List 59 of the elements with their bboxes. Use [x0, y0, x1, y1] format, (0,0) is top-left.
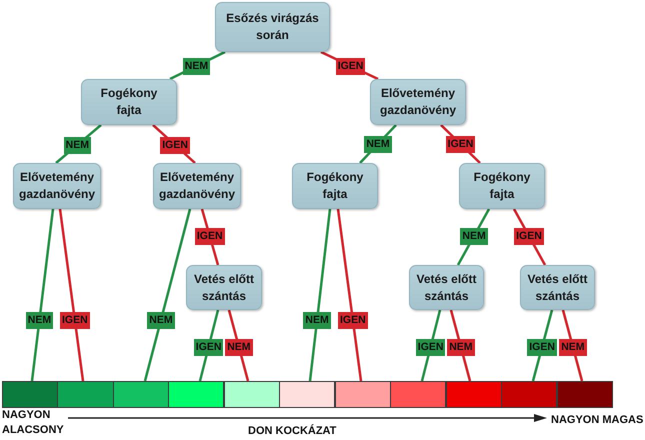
connector-line — [308, 208, 332, 382]
edge-label: NEM — [364, 136, 392, 152]
node-label: Vetés előtt szántás — [192, 270, 256, 304]
edge-label: IGEN — [60, 312, 90, 328]
edge-label: IGEN — [416, 338, 446, 356]
edge-label: IGEN — [527, 338, 557, 356]
edge-label: NEM — [182, 58, 210, 74]
connector-line — [58, 208, 84, 382]
risk-scale-cell — [334, 381, 391, 408]
edge-label: IGEN — [514, 228, 544, 244]
risk-scale-cell — [279, 381, 336, 408]
risk-scale-cell — [168, 381, 224, 408]
decision-box — [215, 2, 330, 52]
risk-scale-cell — [446, 381, 502, 408]
decision-box — [186, 265, 262, 310]
node-label: Fogékony fajta — [306, 169, 364, 203]
risk-scale-cell — [57, 381, 114, 408]
edge-label: IGEN — [160, 136, 190, 154]
edge-label: IGEN — [336, 58, 366, 74]
node-label: Elővetemény gazdanövény — [18, 169, 96, 203]
decision-box — [520, 265, 595, 310]
edge-label: NEM — [147, 312, 175, 328]
edge-label: NEM — [26, 312, 54, 328]
node-label: Elővetemény gazdanövény — [378, 85, 458, 119]
edge-label: IGEN — [194, 338, 224, 356]
edge-label: NEM — [447, 338, 475, 356]
scale-end-label: NAGYON ALACSONY — [2, 408, 65, 438]
scale-end-label: NAGYON MAGAS — [551, 413, 644, 428]
risk-scale-cell — [224, 381, 280, 408]
connector-line — [336, 208, 362, 382]
connector-line — [30, 208, 54, 382]
node-label: Elővetemény gazdanövény — [158, 169, 236, 203]
edge-label: NEM — [460, 228, 488, 244]
axis-title: DON KOCKÁZAT — [248, 424, 336, 439]
risk-scale-cell — [501, 381, 558, 408]
risk-scale-cell — [2, 381, 58, 408]
decision-box — [370, 79, 466, 125]
node-label: Fogékony fajta — [100, 85, 158, 119]
edge-label: NEM — [225, 338, 253, 356]
decision-box — [13, 163, 101, 209]
edge-label: IGEN — [446, 136, 476, 152]
node-label: Vetés előtt szántás — [415, 270, 478, 304]
risk-scale-cell — [112, 381, 169, 408]
decision-box — [153, 163, 241, 209]
risk-scale-cell — [390, 381, 446, 408]
risk-scale-cell — [556, 381, 613, 408]
decision-box — [292, 163, 378, 209]
edge-label: NEM — [559, 338, 587, 356]
node-label: Fogékony fajta — [472, 169, 532, 203]
decision-box — [459, 163, 545, 209]
connector-line — [144, 208, 192, 382]
edge-label: IGEN — [194, 228, 225, 244]
edge-label: NEM — [64, 136, 91, 154]
edge-label: NEM — [303, 312, 331, 328]
decision-box — [81, 79, 177, 125]
node-label: Vetés előtt szántás — [526, 270, 589, 304]
decision-box — [409, 265, 484, 310]
node-label: Esőzés virágzás során — [225, 10, 320, 44]
edge-label: IGEN — [338, 312, 368, 328]
